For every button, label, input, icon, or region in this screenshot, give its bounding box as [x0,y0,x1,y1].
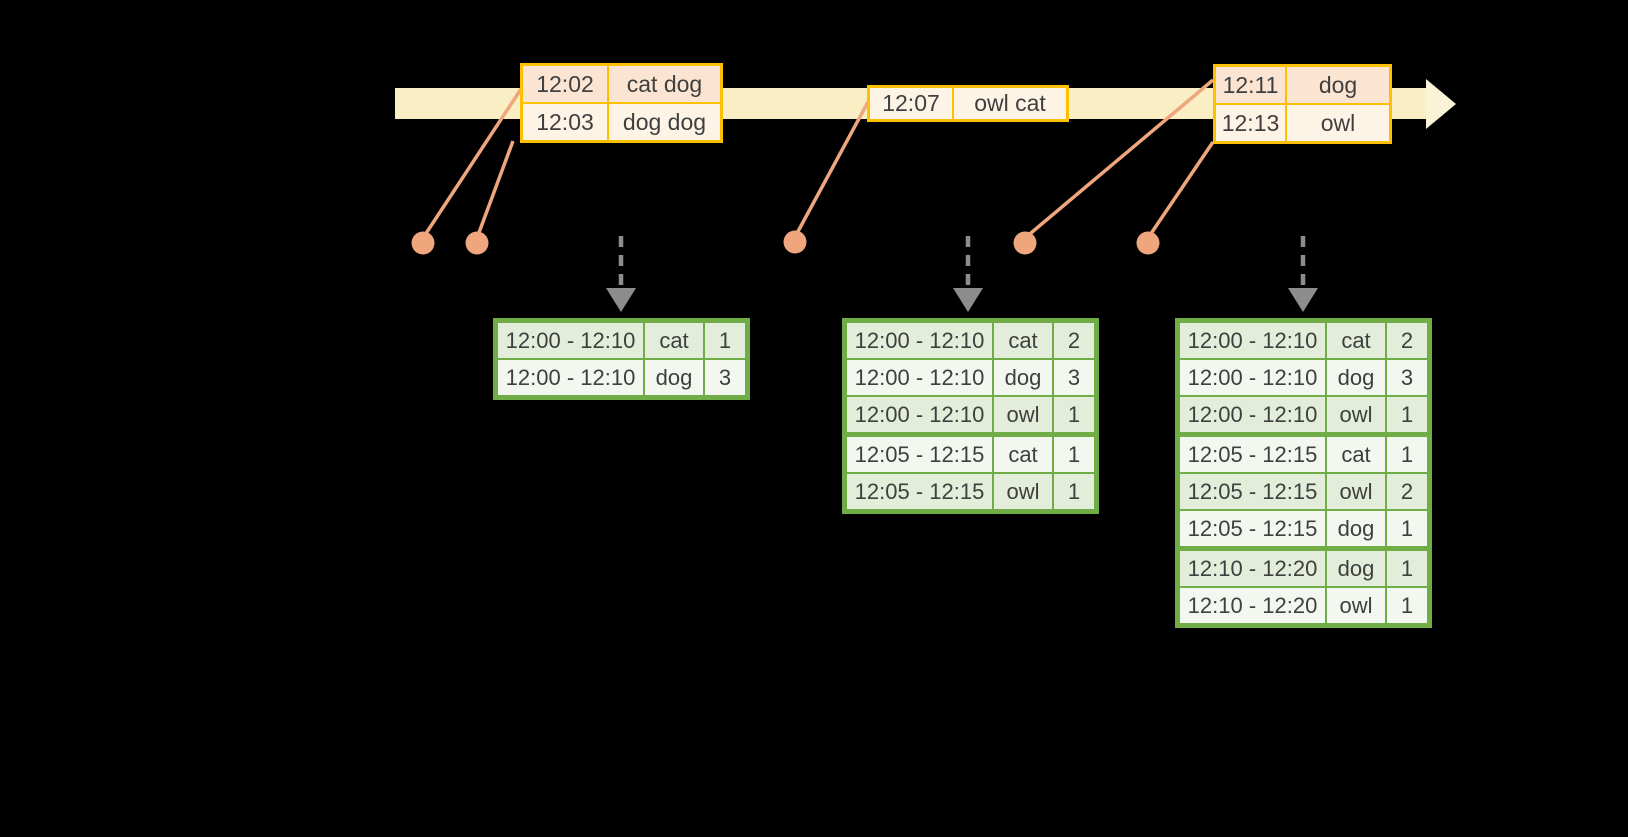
window-cell: 12:10 - 12:20 [1180,551,1325,586]
timeline-arrow-icon [1426,79,1456,129]
word-cell: owl [1327,588,1385,623]
table-row: 12:00 - 12:10 dog 3 [1180,360,1427,395]
event-words: owl cat [954,88,1066,119]
window-cell: 12:00 - 12:10 [1180,323,1325,358]
window-cell: 12:05 - 12:15 [1180,511,1325,546]
count-cell: 1 [1054,437,1094,472]
table-row: 12:00 - 12:10 cat 2 [1180,323,1427,358]
event-words: cat dog [609,66,720,102]
window-cell: 12:05 - 12:15 [847,474,992,509]
word-cell: owl [1327,397,1385,432]
count-cell: 3 [1054,360,1094,395]
window-cell: 12:00 - 12:10 [498,360,643,395]
table-row: 12:05 - 12:15 owl 1 [847,474,1094,509]
table-row: 12:05 - 12:15 owl 2 [1180,474,1427,509]
count-cell: 1 [705,323,745,358]
word-cell: dog [1327,551,1385,586]
event-dot-icon [1013,231,1037,255]
connector-line [1146,141,1215,239]
event-row: 12:13 owl [1216,105,1389,141]
count-cell: 1 [1387,511,1427,546]
word-cell: owl [1327,474,1385,509]
event-words: owl [1287,105,1389,141]
event-box-1: 12:02 cat dog 12:03 dog dog [520,63,723,143]
word-cell: cat [1327,323,1385,358]
event-dot-icon [783,230,807,254]
count-cell: 2 [1387,474,1427,509]
event-dot-icon [411,231,435,255]
result-table-2: 12:00 - 12:10 cat 2 12:00 - 12:10 dog 3 … [842,318,1099,514]
count-cell: 3 [705,360,745,395]
event-row: 12:07 owl cat [870,88,1066,119]
count-cell: 3 [1387,360,1427,395]
window-cell: 12:00 - 12:10 [1180,360,1325,395]
event-time: 12:02 [523,66,607,102]
word-cell: owl [994,474,1052,509]
table-row: 12:00 - 12:10 cat 2 [847,323,1094,358]
count-cell: 2 [1054,323,1094,358]
event-time: 12:11 [1216,67,1285,103]
table-row: 12:00 - 12:10 dog 3 [847,360,1094,395]
event-time: 12:13 [1216,105,1285,141]
word-cell: dog [1327,360,1385,395]
window-cell: 12:00 - 12:10 [498,323,643,358]
event-words: dog [1287,67,1389,103]
count-cell: 1 [1054,397,1094,432]
event-time: 12:03 [523,104,607,140]
event-dot-icon [1136,231,1160,255]
result-table-1: 12:00 - 12:10 cat 1 12:00 - 12:10 dog 3 [493,318,750,400]
table-row: 12:05 - 12:15 dog 1 [1180,511,1427,546]
table-row: 12:05 - 12:15 cat 1 [1180,437,1427,472]
word-cell: cat [994,323,1052,358]
word-cell: cat [1327,437,1385,472]
event-row: 12:02 cat dog [523,66,720,102]
connector-line [793,101,870,238]
event-dot-icon [465,231,489,255]
window-cell: 12:05 - 12:15 [1180,437,1325,472]
trigger-arrow-icon [1288,288,1318,312]
table-row: 12:10 - 12:20 owl 1 [1180,588,1427,623]
count-cell: 1 [1387,551,1427,586]
word-cell: cat [645,323,703,358]
word-cell: dog [1327,511,1385,546]
window-cell: 12:00 - 12:10 [847,323,992,358]
trigger-arrow-icon [953,288,983,312]
table-row: 12:00 - 12:10 owl 1 [1180,397,1427,432]
word-cell: dog [994,360,1052,395]
window-cell: 12:00 - 12:10 [847,397,992,432]
table-row: 12:00 - 12:10 owl 1 [847,397,1094,432]
word-cell: dog [645,360,703,395]
event-box-2: 12:07 owl cat [867,85,1069,122]
event-time: 12:07 [870,88,952,119]
window-cell: 12:00 - 12:10 [1180,397,1325,432]
count-cell: 1 [1387,588,1427,623]
count-cell: 1 [1387,437,1427,472]
count-cell: 1 [1054,474,1094,509]
word-cell: owl [994,397,1052,432]
table-row: 12:00 - 12:10 dog 3 [498,360,745,395]
event-words: dog dog [609,104,720,140]
event-row: 12:11 dog [1216,67,1389,103]
table-row: 12:00 - 12:10 cat 1 [498,323,745,358]
word-cell: cat [994,437,1052,472]
count-cell: 2 [1387,323,1427,358]
event-dot-group [411,230,1160,255]
window-cell: 12:05 - 12:15 [1180,474,1325,509]
window-cell: 12:00 - 12:10 [847,360,992,395]
trigger-arrow-icon [606,288,636,312]
table-row: 12:10 - 12:20 dog 1 [1180,551,1427,586]
event-box-3: 12:11 dog 12:13 owl [1213,64,1392,144]
table-row: 12:05 - 12:15 cat 1 [847,437,1094,472]
count-cell: 1 [1387,397,1427,432]
window-cell: 12:10 - 12:20 [1180,588,1325,623]
result-table-3: 12:00 - 12:10 cat 2 12:00 - 12:10 dog 3 … [1175,318,1432,628]
window-cell: 12:05 - 12:15 [847,437,992,472]
connector-line [475,140,515,239]
trigger-arrow-group [606,236,1318,312]
event-row: 12:03 dog dog [523,104,720,140]
